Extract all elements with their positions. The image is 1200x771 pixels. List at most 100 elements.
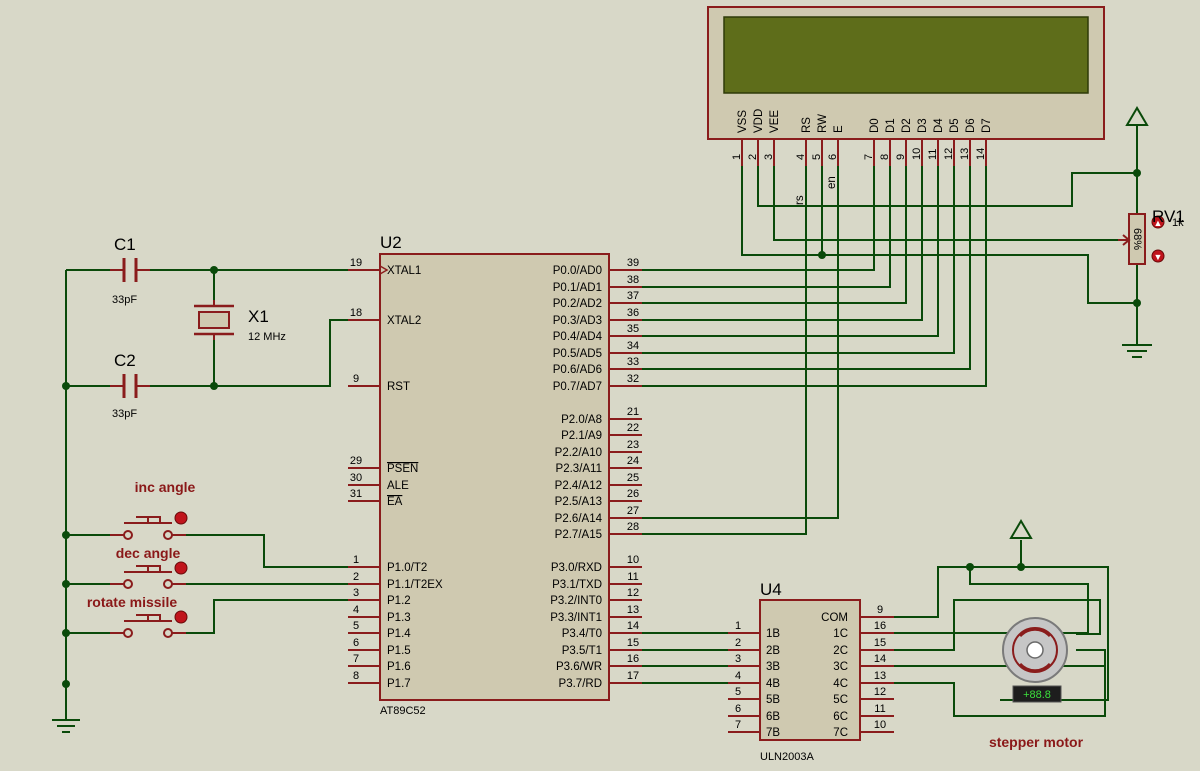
lcd-net-rs: rs <box>794 195 806 205</box>
driver-pin-number: 12 <box>874 686 886 698</box>
driver-pin-number: 10 <box>874 719 886 731</box>
capacitor-c2: C2 33pF <box>110 351 150 420</box>
driver-pin-label: 7B <box>766 727 780 739</box>
mcu-pin-number: 28 <box>627 521 639 533</box>
junction-dot <box>210 382 218 390</box>
mcu-pin-label: P1.1/T2EX <box>387 579 443 591</box>
c2-ref: C2 <box>114 351 136 370</box>
lcd-pin-number: 3 <box>763 154 775 160</box>
mcu-pin-label: P0.3/AD3 <box>553 315 602 327</box>
driver-pin-label: 3C <box>833 661 848 673</box>
button-rotate-missile[interactable]: rotate missile <box>87 594 188 638</box>
mcu-pin-label: P3.1/TXD <box>552 579 602 591</box>
wire-btn3-right <box>186 599 348 634</box>
mcu-pin-label: P2.3/A11 <box>556 463 602 475</box>
lcd-screen <box>723 16 1089 94</box>
mcu-pin-label: P0.7/AD7 <box>553 381 602 393</box>
mcu-pin-number: 17 <box>627 670 639 682</box>
junction-dot <box>1133 169 1141 177</box>
lcd-pin-label: D6 <box>965 118 977 133</box>
driver-pin-number: 2 <box>735 637 741 649</box>
rv1-up-icon[interactable] <box>1151 215 1165 229</box>
mcu-pin-label: P1.6 <box>387 661 411 673</box>
ground-symbols <box>52 106 1152 733</box>
lcd-pin-number: 12 <box>943 148 955 160</box>
mcu-pin-number: 22 <box>627 422 639 434</box>
button-rotate-missile-label: rotate missile <box>87 594 177 610</box>
mcu-pin-label: P2.1/A9 <box>561 430 602 442</box>
wire-2c <box>894 599 1101 651</box>
mcu-pin-number: 11 <box>627 571 638 583</box>
driver-pin-label: 5B <box>766 694 780 706</box>
lcd-pin-number: 6 <box>827 154 839 160</box>
rv1-value: 1k <box>1172 217 1184 229</box>
driver-pin-label: 1B <box>766 628 780 640</box>
mcu-pin-number: 1 <box>353 554 359 566</box>
button-inc-angle[interactable]: inc angle <box>110 479 196 540</box>
mcu-pin-label: P3.7/RD <box>559 678 602 690</box>
mcu-pin-label: P1.4 <box>387 628 411 640</box>
mcu-pin-label: P2.2/A10 <box>555 447 602 459</box>
mcu-pin-number: 14 <box>627 620 639 632</box>
mcu-pin-number: 21 <box>627 406 639 418</box>
mcu-pin-number: 39 <box>627 257 639 269</box>
motor-poles <box>1018 627 1052 673</box>
button-inc-angle-icon[interactable] <box>174 511 188 525</box>
c1-ref: C1 <box>114 235 136 254</box>
mcu-pin-number: 34 <box>627 340 639 352</box>
driver-pin-label: 1C <box>833 628 848 640</box>
mcu-pin-label: PSEN <box>387 463 418 475</box>
mcu-pin-number: 25 <box>627 472 639 484</box>
wire-xtal2 <box>150 319 348 387</box>
lcd-pin-label: D4 <box>933 118 945 133</box>
driver-pin-label: 3B <box>766 661 780 673</box>
mcu-pin-label: P1.0/T2 <box>387 562 427 574</box>
mcu-pin-number: 31 <box>350 488 362 500</box>
mcu-pin-label: EA <box>387 496 403 508</box>
power-rv1 <box>1125 106 1149 126</box>
wire-d0 <box>642 166 875 271</box>
mcu-pin-number: 9 <box>353 373 359 385</box>
mcu-pin-label: XTAL2 <box>387 315 421 327</box>
mcu-right-pins: 39P0.0/AD038P0.1/AD137P0.2/AD236P0.3/AD3… <box>550 257 642 690</box>
lcd-pin-number: 9 <box>895 154 907 160</box>
driver-pin-number: 1 <box>735 620 741 632</box>
mcu-pin-label: P2.4/A12 <box>555 480 602 492</box>
mcu-pin-label: P0.1/AD1 <box>553 282 602 294</box>
driver-pin-number: 15 <box>874 637 886 649</box>
driver-pin-number: 6 <box>735 703 741 715</box>
mcu-pin-number: 29 <box>350 455 362 467</box>
rv1-wiper <box>1118 234 1131 246</box>
wire-d2 <box>642 166 907 304</box>
mcu-pin-label: P0.6/AD6 <box>553 364 602 376</box>
mcu-body <box>379 253 610 701</box>
mcu-pin-number: 19 <box>350 257 362 269</box>
mcu-pin-number: 10 <box>627 554 639 566</box>
button-dec-angle[interactable]: dec angle <box>110 545 188 589</box>
rv1-down-glyph: ▼ <box>1154 252 1163 262</box>
wire-btn1-right <box>186 534 348 568</box>
mcu-pin-number: 38 <box>627 274 639 286</box>
junction-dot <box>62 629 70 637</box>
wire-vdd <box>757 166 1137 207</box>
lcd-pin-number: 7 <box>863 154 875 160</box>
mcu-left-pins: 19XTAL118XTAL29RST29PSEN30ALE31EA1P1.0/T… <box>348 257 443 690</box>
mcu-pin-number: 23 <box>627 439 639 451</box>
rv1-down-icon[interactable] <box>1151 249 1165 263</box>
button-rotate-missile-icon[interactable] <box>174 610 188 624</box>
wires <box>65 125 1138 720</box>
junction-dot <box>62 382 70 390</box>
mcu-pin-number: 26 <box>627 488 639 500</box>
stepper-motor: +88.8 stepper motor <box>989 617 1084 750</box>
button-dec-angle-icon[interactable] <box>174 561 188 575</box>
junction-dot <box>210 266 218 274</box>
wire-4c <box>894 665 1106 717</box>
mcu-pin-number: 6 <box>353 637 359 649</box>
button-dec-angle-label: dec angle <box>116 545 181 561</box>
driver-ref: U4 <box>760 580 782 599</box>
mcu-pin-number: 8 <box>353 670 359 682</box>
mcu-pin-number: 7 <box>353 653 359 665</box>
mcu-pin-number: 37 <box>627 290 639 302</box>
junction-dot <box>62 680 70 688</box>
